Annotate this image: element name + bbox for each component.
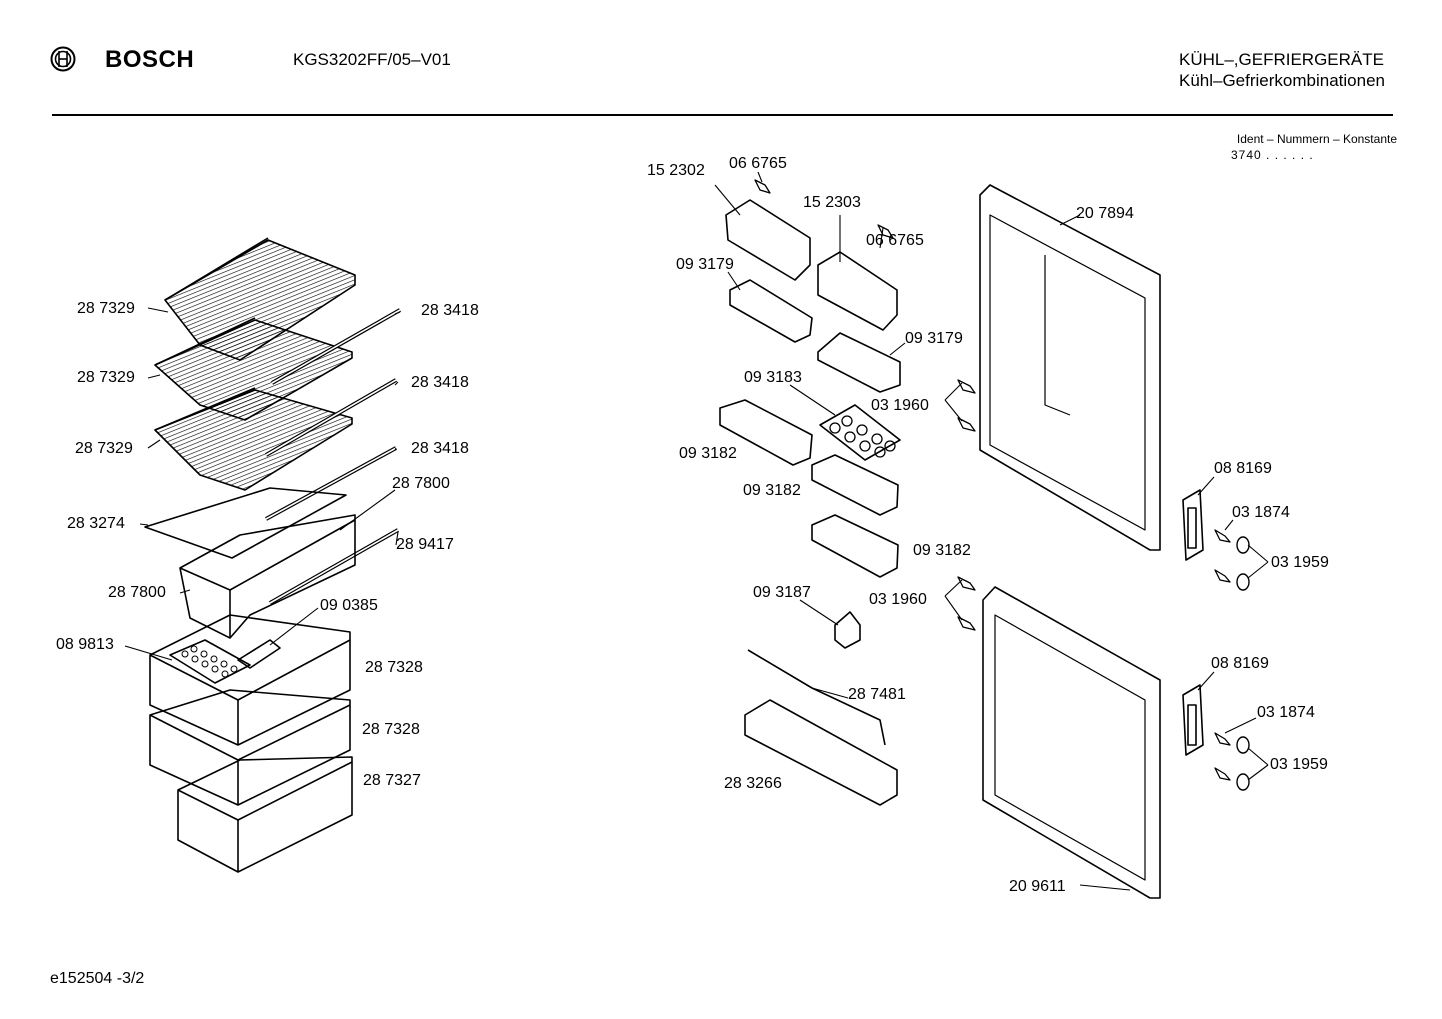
part-label: 28 7329: [77, 300, 135, 317]
hinge-lower: [1182, 684, 1204, 756]
door-bin-3: [719, 399, 813, 466]
part-label: 03 1960: [871, 397, 929, 414]
part-label: 06 6765: [866, 232, 924, 249]
model-number: KGS3202FF/05–V01: [293, 50, 451, 69]
cap-group: [1236, 536, 1250, 791]
part-label: 28 7481: [848, 686, 906, 703]
part-label: 03 1874: [1232, 504, 1290, 521]
screw-group: [754, 179, 1231, 781]
freezer-drawer-2: [149, 689, 351, 806]
page-code: e152504 -3/2: [50, 970, 145, 987]
part-label: 09 3179: [676, 256, 734, 273]
door-lower: [982, 586, 1161, 899]
part-label: 28 7800: [108, 584, 166, 601]
part-label: 28 7329: [75, 440, 133, 457]
part-label: 08 9813: [56, 636, 114, 653]
door-bin-4: [811, 454, 899, 516]
thermostat-knob: [834, 611, 861, 649]
freezer-drawer-1: [149, 614, 351, 746]
shelf-trim-3: [265, 446, 397, 521]
part-label: 20 9611: [1009, 878, 1066, 895]
shelf-trim-2: [265, 378, 397, 457]
part-label: 09 3182: [743, 482, 801, 499]
dairy-lid-1: [725, 199, 811, 281]
header-divider: [52, 114, 1393, 116]
bosch-logo-icon: [50, 46, 76, 72]
part-label: 09 3187: [753, 584, 811, 601]
shelf-2: [154, 317, 353, 421]
door-bin-5: [811, 514, 899, 578]
part-label: 15 2303: [803, 194, 861, 211]
ice-scoop: [237, 639, 281, 669]
part-label: 03 1959: [1270, 756, 1328, 773]
part-label: 28 3418: [421, 302, 479, 319]
egg-tray: [819, 404, 901, 461]
door-bin-2: [817, 332, 901, 393]
part-label: 28 7800: [392, 475, 450, 492]
ident-value: 3740 . . . . . .: [1231, 148, 1314, 162]
category-subtitle: Kühl–Gefrierkombinationen: [1178, 71, 1385, 90]
part-label: 08 8169: [1211, 655, 1269, 672]
ident-label: Ident – Nummern – Konstante: [1236, 132, 1397, 146]
part-label: 09 0385: [320, 597, 378, 614]
part-label: 09 3183: [744, 369, 802, 386]
part-label: 28 3274: [67, 515, 125, 532]
part-label: 08 8169: [1214, 460, 1272, 477]
ice-tray: [169, 639, 251, 684]
hinge-upper: [1182, 489, 1204, 561]
part-label: 03 1874: [1257, 704, 1315, 721]
shelf-trim-4: [269, 528, 399, 605]
crisper-drawer: [179, 514, 356, 639]
part-label: 28 7327: [363, 772, 421, 789]
part-label: 28 7328: [365, 659, 423, 676]
brand-name: BOSCH: [105, 46, 195, 73]
bottle-bin: [744, 699, 898, 806]
bottle-rail: [747, 649, 886, 746]
part-label: 09 3182: [679, 445, 737, 462]
part-label: 03 1959: [1271, 554, 1329, 571]
part-label: 09 3182: [913, 542, 971, 559]
dairy-lid-2: [817, 251, 898, 331]
glass-plate: [144, 487, 347, 559]
part-label: 15 2302: [647, 162, 705, 179]
door-upper: [979, 184, 1161, 551]
category-title: KÜHL–,GEFRIERGERÄTE: [1179, 50, 1384, 69]
part-label: 06 6765: [729, 155, 787, 172]
part-label: 28 3418: [411, 374, 469, 391]
part-label: 28 7329: [77, 369, 135, 386]
part-label: 28 9417: [396, 536, 454, 553]
shelf-trim-1: [271, 308, 401, 385]
part-label: 09 3179: [905, 330, 963, 347]
shelf-3: [154, 387, 353, 491]
part-label: 03 1960: [869, 591, 927, 608]
part-label: 28 3266: [724, 775, 782, 792]
freezer-drawer-3: [177, 756, 353, 873]
part-label: 20 7894: [1076, 205, 1134, 222]
door-bin-1: [729, 279, 813, 343]
part-label: 28 3418: [411, 440, 469, 457]
part-label: 28 7328: [362, 721, 420, 738]
